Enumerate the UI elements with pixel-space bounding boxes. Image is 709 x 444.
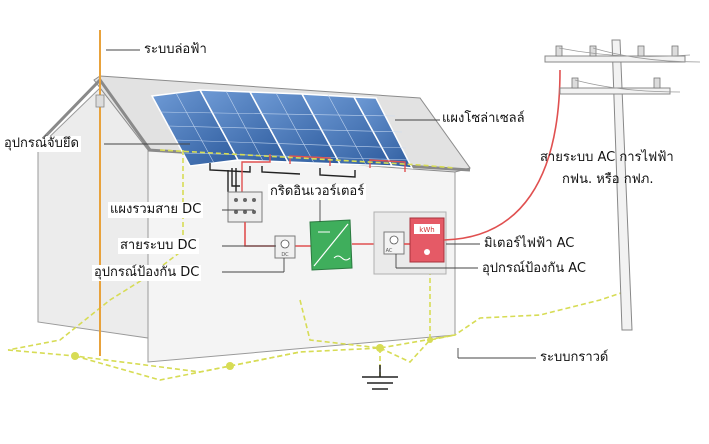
ac-grid-line: [443, 69, 561, 241]
label-lightning-rod: ระบบล่อฟ้า: [144, 42, 207, 57]
label-grounding: ระบบกราวด์: [538, 350, 611, 366]
ac-protection-device: [383, 231, 405, 255]
grounding-nodes: [71, 337, 433, 370]
label-solar-panel: แผงโซล่าเซลล์: [442, 111, 525, 126]
panel-wiring: [209, 163, 356, 192]
grounding-network: [7, 149, 631, 381]
ground-symbol-icon: [362, 365, 398, 390]
label-ac-grid-line-2: กฟน. หรือ กฟภ.: [562, 172, 654, 187]
meter-unit-text: kWh: [419, 226, 434, 234]
label-ac-protection: อุปกรณ์ป้องกัน AC: [480, 261, 589, 277]
leader-lines: [104, 49, 536, 359]
grid-inverter: [309, 219, 353, 271]
label-dc-combiner: แผงรวมสาย DC: [108, 202, 204, 218]
utility-pole: [544, 39, 701, 331]
label-power-meter: มิเตอร์ไฟฟ้า AC: [482, 236, 577, 252]
lightning-rod: [95, 30, 105, 356]
label-dc-line: สายระบบ DC: [118, 238, 199, 254]
roof-dc-lines: [241, 154, 406, 192]
power-meter: [409, 217, 445, 263]
dc-combiner-box: [227, 191, 263, 223]
label-ac-grid-line-1: สายระบบ AC การไฟฟ้า: [540, 150, 674, 165]
label-clamp-device: อุปกรณ์จับยึด: [2, 136, 81, 152]
solar-panel-array: [150, 89, 414, 169]
dc-breaker-text: DC: [281, 252, 289, 258]
ac-breaker-text: AC: [386, 248, 393, 254]
label-dc-protection: อุปกรณ์ป้องกัน DC: [92, 265, 202, 281]
label-grid-inverter: กริดอินเวอร์เตอร์: [268, 184, 367, 200]
dc-protection-device: [274, 235, 296, 259]
